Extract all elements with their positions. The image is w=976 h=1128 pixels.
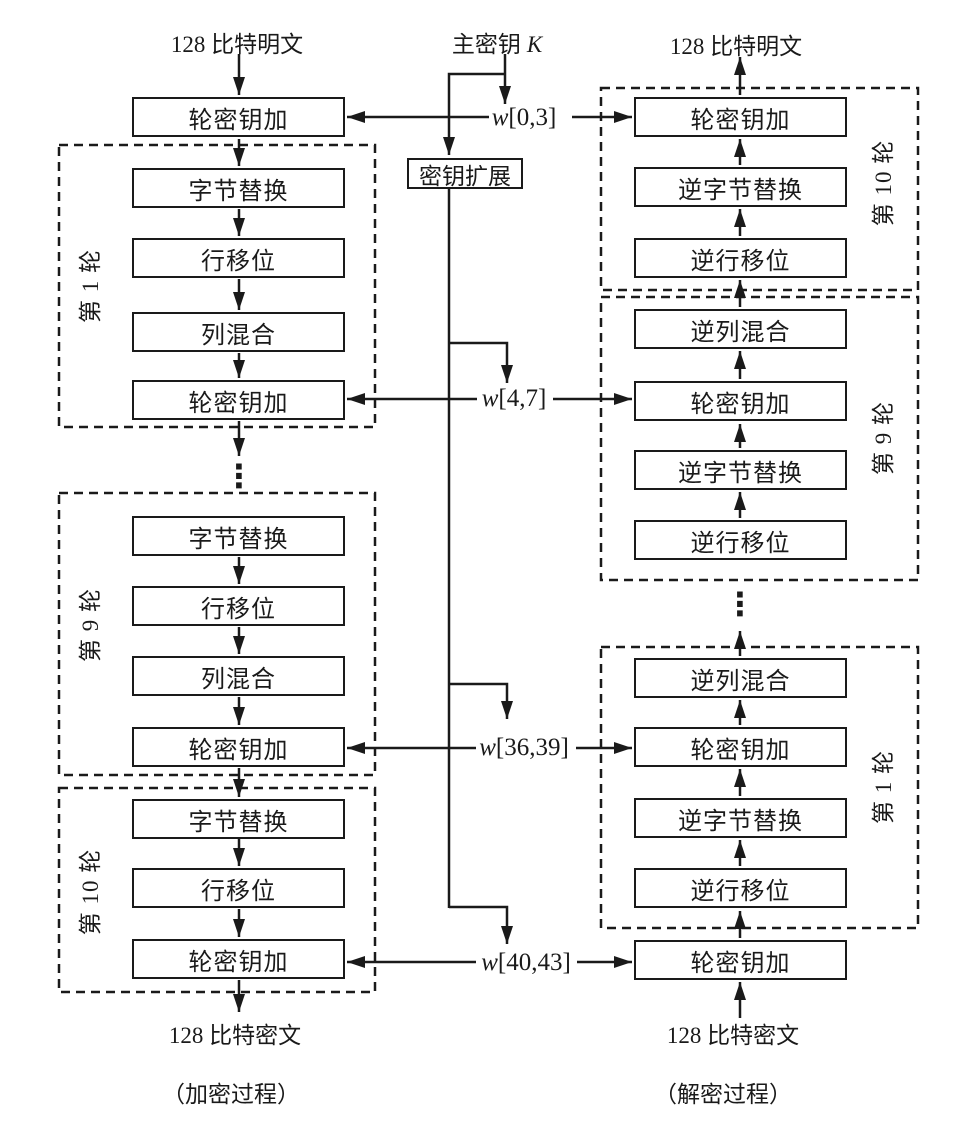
enc-r1-addroundkey-box: 轮密钥加 [132, 380, 345, 420]
enc-round10-frame [57, 786, 377, 994]
enc-r1-mixcolumns-box: 列混合 [132, 312, 345, 352]
dec-round1-label: 第 1 轮 [871, 750, 896, 824]
enc-round9-label: 第 9 轮 [78, 588, 103, 662]
dec-round9-label: 第 9 轮 [871, 401, 896, 475]
dec-r1-invshiftrows-box: 逆行移位 [634, 868, 847, 908]
dec-input-label: 128 比特密文 [666, 1023, 800, 1048]
dec-ellipsis: ⋮ [724, 585, 756, 623]
round-key-w4043-label: w[40,43] [481, 949, 571, 976]
enc-round1-frame [57, 143, 377, 429]
dec-r1-invmixcolumns-box: 逆列混合 [634, 658, 847, 698]
round-key-w03-label: w[0,3] [491, 104, 557, 131]
round-key-w3639-label: w[36,39] [479, 734, 569, 761]
dec-r1-addroundkey-box: 轮密钥加 [634, 727, 847, 767]
master-key-symbol: K [526, 32, 543, 57]
enc-r9-shiftrows-box: 行移位 [132, 586, 345, 626]
dec-r9-addroundkey-box: 轮密钥加 [634, 381, 847, 421]
dec-r1-invsubbytes-box: 逆字节替换 [634, 798, 847, 838]
enc-pre-addroundkey-box: 轮密钥加 [132, 97, 345, 137]
dec-r9-invmixcolumns-box: 逆列混合 [634, 309, 847, 349]
dec-r9-invsubbytes-box: 逆字节替换 [634, 450, 847, 490]
enc-r1-shiftrows-box: 行移位 [132, 238, 345, 278]
dec-r9-invshiftrows-box: 逆行移位 [634, 520, 847, 560]
enc-round9-frame [57, 491, 377, 777]
key-branch-w4043 [449, 905, 513, 944]
dec-r10-invshiftrows-box: 逆行移位 [634, 238, 847, 278]
dec-round1-frame [599, 645, 920, 930]
key-arrow-master-to-expansion [443, 72, 505, 155]
dec-r10-invsubbytes-box: 逆字节替换 [634, 167, 847, 207]
key-branch-w47 [449, 341, 513, 383]
dec-caption: （解密过程） [654, 1082, 792, 1107]
key-expansion-box: 密钥扩展 [407, 158, 523, 189]
enc-round1-label: 第 1 轮 [78, 249, 103, 323]
enc-r10-shiftrows-box: 行移位 [132, 868, 345, 908]
round-key-w47-label: w[4,7] [481, 385, 547, 412]
enc-ellipsis: ⋮ [223, 457, 255, 495]
enc-round10-label: 第 10 轮 [78, 848, 103, 936]
enc-r10-addroundkey-box: 轮密钥加 [132, 939, 345, 979]
dec-r10-addroundkey-box: 轮密钥加 [634, 97, 847, 137]
dec-round10-frame [599, 86, 920, 292]
enc-r1-subbytes-box: 字节替换 [132, 168, 345, 208]
enc-r9-mixcolumns-box: 列混合 [132, 656, 345, 696]
dec-post-addroundkey-box: 轮密钥加 [634, 940, 847, 980]
enc-r9-addroundkey-box: 轮密钥加 [132, 727, 345, 767]
enc-r10-subbytes-box: 字节替换 [132, 799, 345, 839]
enc-output-label: 128 比特密文 [168, 1023, 302, 1048]
enc-caption: （加密过程） [162, 1082, 300, 1107]
enc-input-label: 128 比特明文 [170, 32, 304, 57]
key-branch-w3639 [449, 682, 513, 719]
dec-output-label: 128 比特明文 [669, 34, 803, 59]
enc-r9-subbytes-box: 字节替换 [132, 516, 345, 556]
dec-round10-label: 第 10 轮 [871, 139, 896, 227]
dec-round9-frame [599, 295, 920, 582]
